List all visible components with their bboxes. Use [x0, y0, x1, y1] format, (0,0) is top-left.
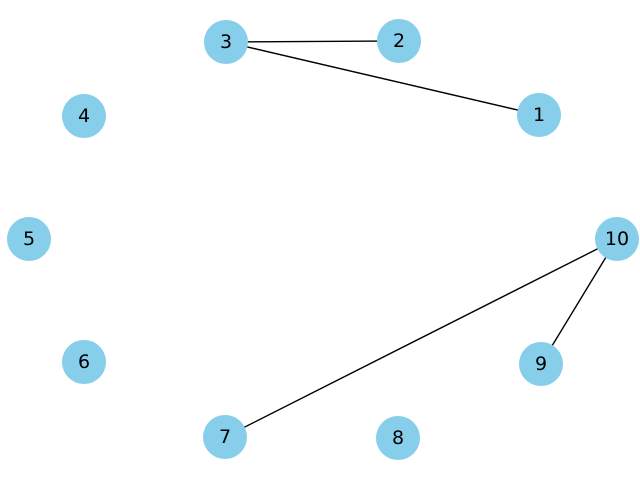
graph-node-2[interactable]: 2 — [377, 19, 421, 63]
graph-node-label: 8 — [391, 426, 405, 449]
graph-node-label: 3 — [219, 30, 233, 53]
graph-node-4[interactable]: 4 — [62, 94, 106, 138]
graph-node-7[interactable]: 7 — [203, 415, 247, 459]
graph-edge — [225, 40, 400, 43]
graph-edge — [540, 238, 618, 365]
graph-node-10[interactable]: 10 — [595, 217, 639, 261]
graph-node-1[interactable]: 1 — [517, 93, 561, 137]
graph-node-label: 5 — [22, 227, 36, 250]
graph-node-label: 7 — [218, 425, 232, 448]
graph-edge — [225, 41, 540, 116]
graph-node-6[interactable]: 6 — [62, 340, 106, 384]
graph-node-3[interactable]: 3 — [204, 20, 248, 64]
graph-node-label: 10 — [604, 227, 630, 250]
graph-node-label: 4 — [77, 104, 91, 127]
graph-node-label: 1 — [532, 103, 546, 126]
graph-node-label: 2 — [392, 29, 406, 52]
graph-node-8[interactable]: 8 — [376, 416, 420, 460]
graph-node-label: 9 — [534, 352, 548, 375]
graph-edge — [224, 238, 618, 438]
graph-node-9[interactable]: 9 — [519, 342, 563, 386]
graph-node-label: 6 — [77, 350, 91, 373]
graph-node-5[interactable]: 5 — [7, 217, 51, 261]
